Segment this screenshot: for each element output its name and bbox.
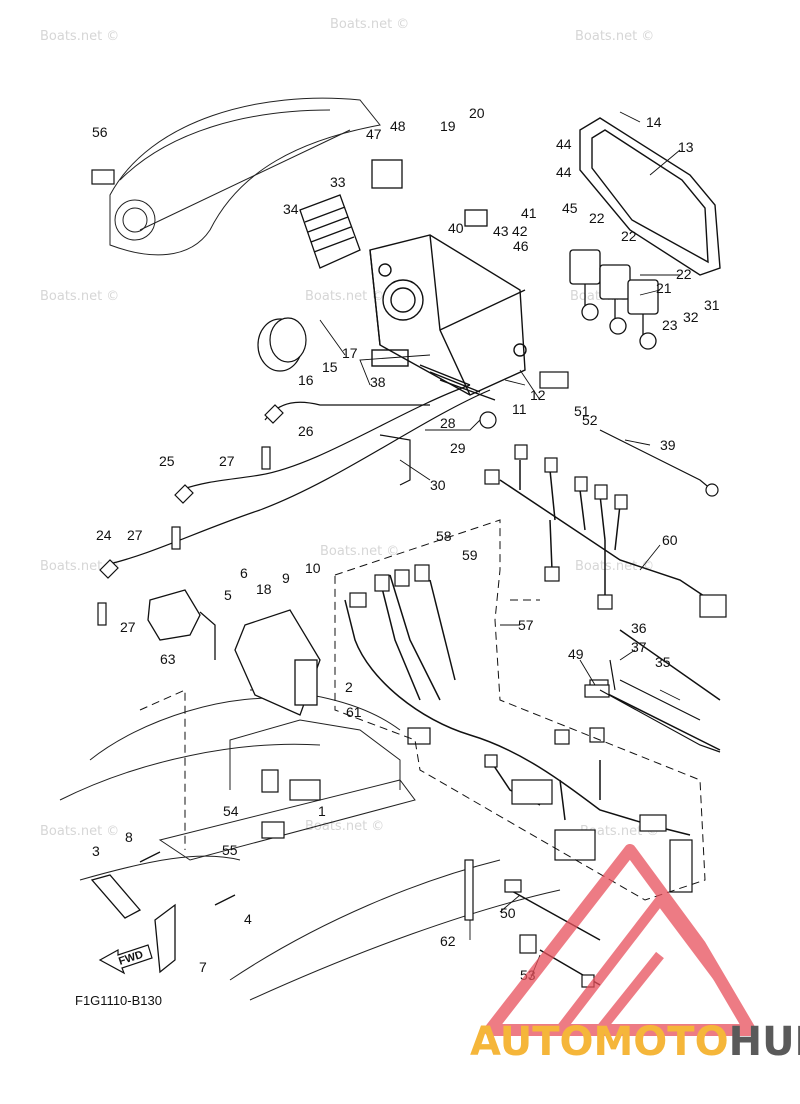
callout-45: 45 (562, 200, 578, 216)
callout-52: 52 (582, 412, 598, 428)
triangle-logo-icon (484, 844, 756, 1036)
diagram-code: F1G1110-B130 (75, 993, 162, 1008)
callout-44: 44 (556, 164, 572, 180)
logo-text-part1: AUTOMOTO (470, 1019, 729, 1065)
callout-12: 12 (530, 387, 546, 403)
callout-50: 50 (500, 905, 516, 921)
electrical-box (369, 234, 527, 401)
callout-55: 55 (222, 842, 238, 858)
callout-23: 23 (662, 317, 678, 333)
lid-gasket (579, 117, 721, 276)
callout-46: 46 (513, 238, 529, 254)
logo-text-part2: HUB (729, 1019, 800, 1065)
cdi-unit (147, 589, 321, 716)
callout-33: 33 (330, 174, 346, 190)
callout-44: 44 (556, 136, 572, 152)
callout-22: 22 (589, 210, 605, 226)
callout-39: 39 (660, 437, 676, 453)
callout-30: 30 (430, 477, 446, 493)
callout-31: 31 (704, 297, 720, 313)
watermark: Boats.net © (320, 544, 399, 559)
watermark: Boats.net © (330, 17, 409, 32)
callout-26: 26 (298, 423, 314, 439)
callout-24: 24 (96, 527, 112, 543)
callout-58: 58 (436, 528, 452, 544)
callout-28: 28 (440, 415, 456, 431)
callout-1: 1 (318, 803, 326, 819)
fwd-arrow: FWD (98, 944, 153, 975)
callout-59: 59 (462, 547, 478, 563)
callout-17: 17 (342, 345, 358, 361)
callout-42: 42 (512, 223, 528, 239)
ignition-coils (569, 249, 659, 350)
callout-2: 2 (345, 679, 353, 695)
callout-21: 21 (656, 280, 672, 296)
callout-19: 19 (440, 118, 456, 134)
callout-7: 7 (199, 959, 207, 975)
callout-40: 40 (448, 220, 464, 236)
callout-25: 25 (159, 453, 175, 469)
watermark: Boats.net © (305, 819, 384, 834)
callout-43: 43 (493, 223, 509, 239)
callout-51: 51 (574, 403, 590, 419)
callout-60: 60 (662, 532, 678, 548)
watermark: Boats.net © (40, 824, 119, 839)
callout-14: 14 (646, 114, 662, 130)
callout-34: 34 (283, 201, 299, 217)
callout-4: 4 (244, 911, 252, 927)
callout-27: 27 (219, 453, 235, 469)
callout-36: 36 (631, 620, 647, 636)
harness-connectors (349, 444, 727, 893)
watermark: Boats.net © (575, 559, 654, 574)
watermark: Boats.net © (305, 289, 384, 304)
callout-56: 56 (92, 124, 108, 140)
watermark: Boats.net © (575, 29, 654, 44)
callout-38: 38 (370, 374, 386, 390)
callout-27: 27 (127, 527, 143, 543)
rectifier-relay (299, 159, 488, 269)
callout-16: 16 (298, 372, 314, 388)
callout-5: 5 (224, 587, 232, 603)
callout-32: 32 (683, 309, 699, 325)
misc-parts (91, 169, 721, 753)
callout-29: 29 (450, 440, 466, 456)
automotohub-logo: AUTOMOTOHUB (470, 844, 800, 1065)
callout-6: 6 (240, 565, 248, 581)
callout-37: 37 (631, 639, 647, 655)
callout-61: 61 (346, 704, 362, 720)
spark-plug-wires (97, 384, 491, 626)
callout-62: 62 (440, 933, 456, 949)
watermark: Boats.net © (40, 29, 119, 44)
watermark: Boats.net © (40, 289, 119, 304)
callout-48: 48 (390, 118, 406, 134)
svg-text:AUTOMOTOHUB: AUTOMOTOHUB (470, 1019, 800, 1065)
group-outlines (139, 519, 706, 901)
callout-35: 35 (655, 654, 671, 670)
callout-3: 3 (92, 843, 100, 859)
callout-47: 47 (366, 126, 382, 142)
bottom-parts (261, 769, 595, 988)
wire-harness (344, 460, 721, 986)
callout-57: 57 (518, 617, 534, 633)
callout-41: 41 (521, 205, 537, 221)
callout-15: 15 (322, 359, 338, 375)
callout-27: 27 (120, 619, 136, 635)
callout-13: 13 (678, 139, 694, 155)
callout-49: 49 (568, 646, 584, 662)
callout-9: 9 (282, 570, 290, 586)
callout-22: 22 (621, 228, 637, 244)
watermarks: Boats.net © Boats.net © Boats.net © Boat… (40, 17, 659, 839)
callout-8: 8 (125, 829, 133, 845)
callout-10: 10 (305, 560, 321, 576)
callout-22: 22 (676, 266, 692, 282)
callout-11: 11 (512, 401, 527, 417)
callout-63: 63 (160, 651, 176, 667)
callout-18: 18 (256, 581, 272, 597)
callout-54: 54 (223, 803, 239, 819)
callout-20: 20 (469, 105, 485, 121)
brackets (90, 851, 236, 974)
